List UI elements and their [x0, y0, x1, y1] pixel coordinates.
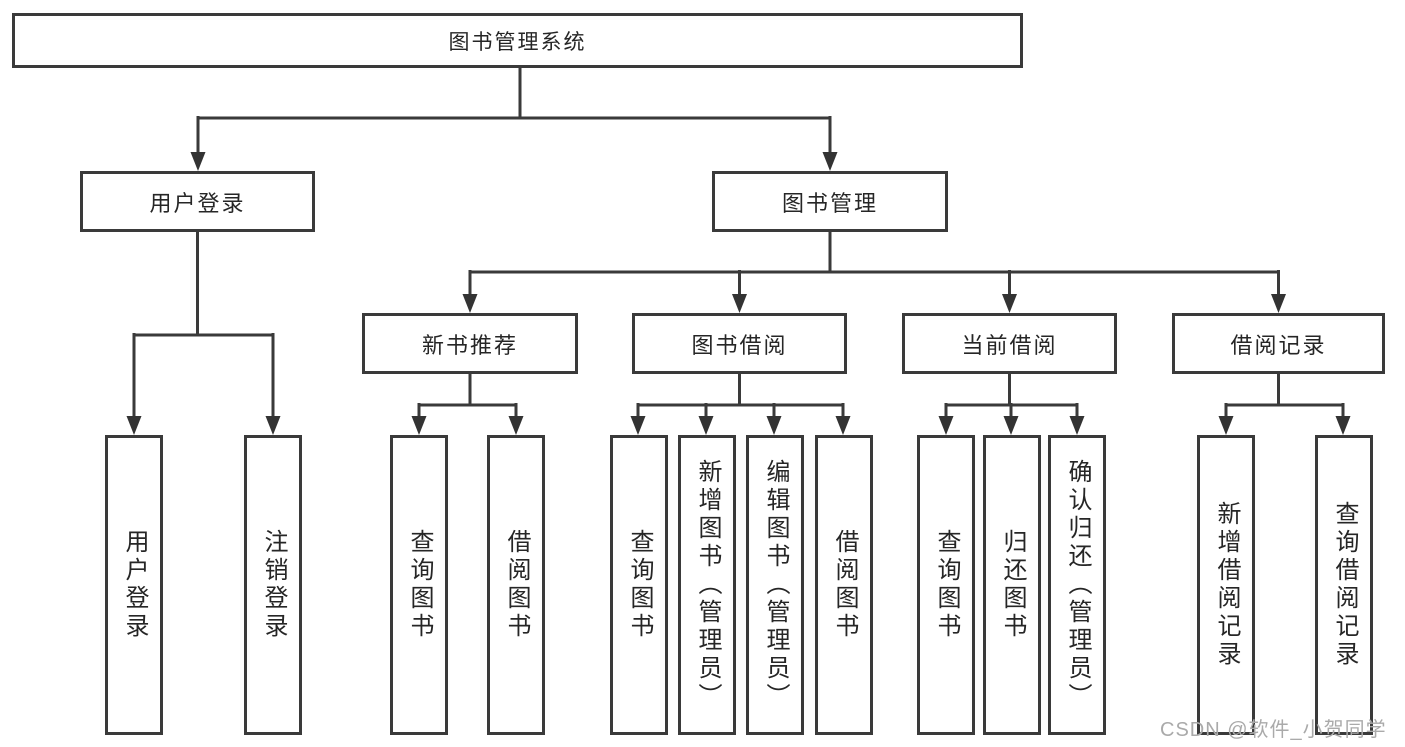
node-label: 用户登录 — [149, 190, 246, 216]
leaf-return-book: 归还图书 — [983, 435, 1041, 735]
leaf-user-login: 用户登录 — [105, 435, 163, 735]
leaf-add-borrow-record: 新增借阅记录 — [1197, 435, 1255, 735]
node-label: 图书管理 — [781, 190, 878, 216]
leaf-label: 注销登录 — [260, 529, 287, 641]
node-current-borrowing: 当前借阅 — [902, 313, 1117, 374]
node-label: 图书管理系统 — [448, 30, 587, 54]
leaf-label: 查询图书 — [626, 529, 653, 641]
leaf-query-books-recommend: 查询图书 — [390, 435, 448, 735]
leaf-label: 借阅图书 — [503, 529, 530, 641]
leaf-query-borrow-record: 查询借阅记录 — [1315, 435, 1373, 735]
leaf-label: 用户登录 — [121, 529, 148, 641]
leaf-label: 确认归还（管理员） — [1064, 459, 1091, 711]
node-user-login: 用户登录 — [80, 171, 315, 232]
node-book-borrowing: 图书借阅 — [632, 313, 847, 374]
leaf-label: 查询借阅记录 — [1331, 501, 1358, 669]
node-label: 当前借阅 — [961, 332, 1058, 358]
node-library-management-system: 图书管理系统 — [12, 13, 1023, 68]
leaf-confirm-return-admin: 确认归还（管理员） — [1048, 435, 1106, 735]
leaf-query-books-borrowing: 查询图书 — [610, 435, 668, 735]
leaf-label: 新增图书（管理员） — [694, 459, 721, 711]
leaf-add-book-admin: 新增图书（管理员） — [678, 435, 736, 735]
leaf-borrow-books-recommend: 借阅图书 — [487, 435, 545, 735]
leaf-label: 编辑图书（管理员） — [762, 459, 789, 711]
node-label: 图书借阅 — [691, 332, 788, 358]
leaf-label: 查询图书 — [406, 529, 433, 641]
node-label: 新书推荐 — [421, 332, 518, 358]
node-new-book-recommendation: 新书推荐 — [362, 313, 578, 374]
connector-paths — [132, 66, 1345, 418]
node-label: 借阅记录 — [1230, 332, 1327, 358]
leaf-logout: 注销登录 — [244, 435, 302, 735]
leaf-borrow-books-borrowing: 借阅图书 — [815, 435, 873, 735]
arrowheads — [126, 152, 1351, 435]
csdn-watermark: CSDN @软件_小贺同学 — [1160, 719, 1387, 741]
leaf-query-books-current: 查询图书 — [917, 435, 975, 735]
node-book-management: 图书管理 — [712, 171, 948, 232]
leaf-edit-book-admin: 编辑图书（管理员） — [746, 435, 804, 735]
leaf-label: 借阅图书 — [831, 529, 858, 641]
node-borrowing-records: 借阅记录 — [1172, 313, 1385, 374]
leaf-label: 查询图书 — [933, 529, 960, 641]
leaf-label: 归还图书 — [999, 529, 1026, 641]
leaf-label: 新增借阅记录 — [1213, 501, 1240, 669]
